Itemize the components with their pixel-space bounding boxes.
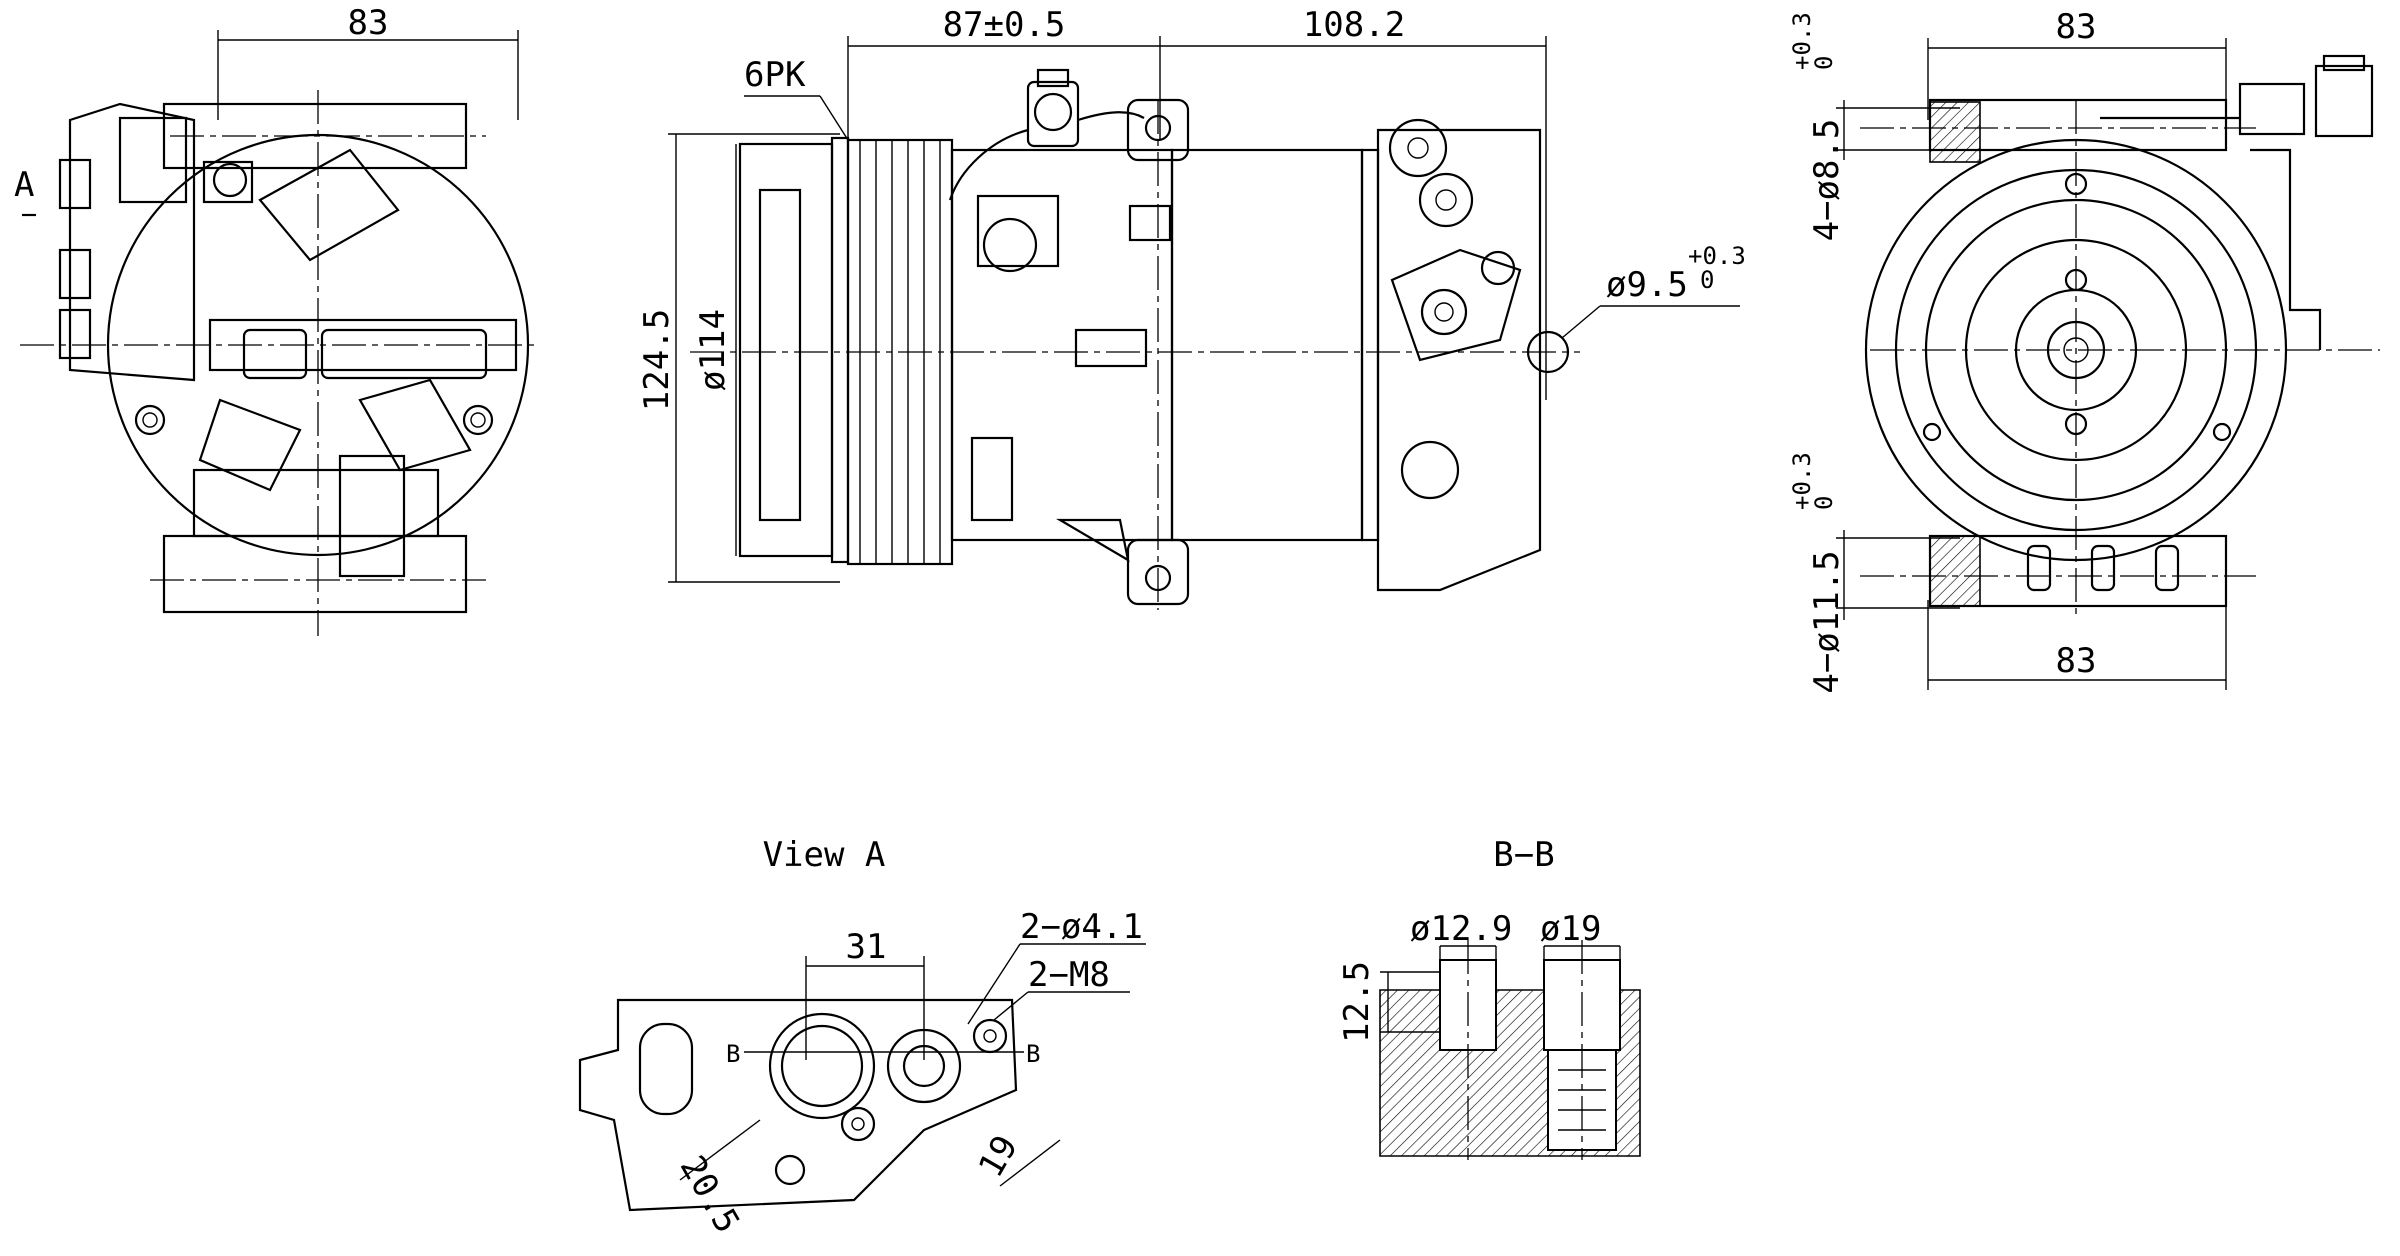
- mount-large-label: 4−ø11.5: [1807, 550, 1847, 693]
- side-view: 83 A: [14, 3, 540, 636]
- hole-tolerance-zero: 0: [1700, 266, 1714, 294]
- pulley-diameter-label: ø114: [693, 309, 733, 391]
- view-a-spacing-label: 31: [846, 927, 887, 967]
- length-87-label: 87±0.5: [943, 5, 1066, 45]
- hole-tolerance-plus: +0.3: [1688, 242, 1746, 270]
- rear-width-bottom-label: 83: [2056, 641, 2097, 681]
- front-view: 87±0.5 108.2 6PK 124.5 ø114: [637, 5, 1746, 610]
- view-a-holes-label: 2−ø4.1: [1020, 907, 1143, 947]
- view-a-dim-20-label: 20.5: [672, 1149, 748, 1240]
- section-bb: B−B ø12.9 ø19 12.5: [1337, 835, 1641, 1160]
- view-a-marker: A: [14, 165, 34, 205]
- view-a-dim-19-label: 19: [971, 1129, 1026, 1184]
- rear-width-top-label: 83: [2056, 7, 2097, 47]
- length-108-label: 108.2: [1303, 5, 1405, 45]
- view-a-title: View A: [763, 835, 886, 875]
- mount-small-tol-plus: +0.3: [1788, 12, 1816, 70]
- view-a: View A 31 2−ø4.1 2−M8 B B 20.5 19: [578, 835, 1146, 1240]
- section-bb-large-dia: ø19: [1540, 909, 1601, 949]
- section-marker-right: B: [1026, 1040, 1040, 1068]
- belt-type-label: 6PK: [744, 55, 806, 95]
- mount-large-tol-zero: 0: [1810, 496, 1838, 510]
- mount-large-tol-plus: +0.3: [1788, 452, 1816, 510]
- height-124-label: 124.5: [637, 309, 677, 411]
- section-bb-depth: 12.5: [1337, 961, 1377, 1043]
- section-bb-small-dia: ø12.9: [1410, 909, 1512, 949]
- section-bb-title: B−B: [1493, 835, 1554, 875]
- rear-view: 83 83 4−ø8.5 +0.3 0 4−ø11.5 +0.3 0: [1788, 7, 2380, 694]
- side-view-width-label: 83: [348, 3, 389, 43]
- mount-small-label: 4−ø8.5: [1807, 119, 1847, 242]
- mount-small-tol-zero: 0: [1810, 56, 1838, 70]
- hole-diameter-label: ø9.5: [1606, 265, 1688, 305]
- view-a-threads-label: 2−M8: [1028, 955, 1110, 995]
- section-marker-left: B: [726, 1040, 740, 1068]
